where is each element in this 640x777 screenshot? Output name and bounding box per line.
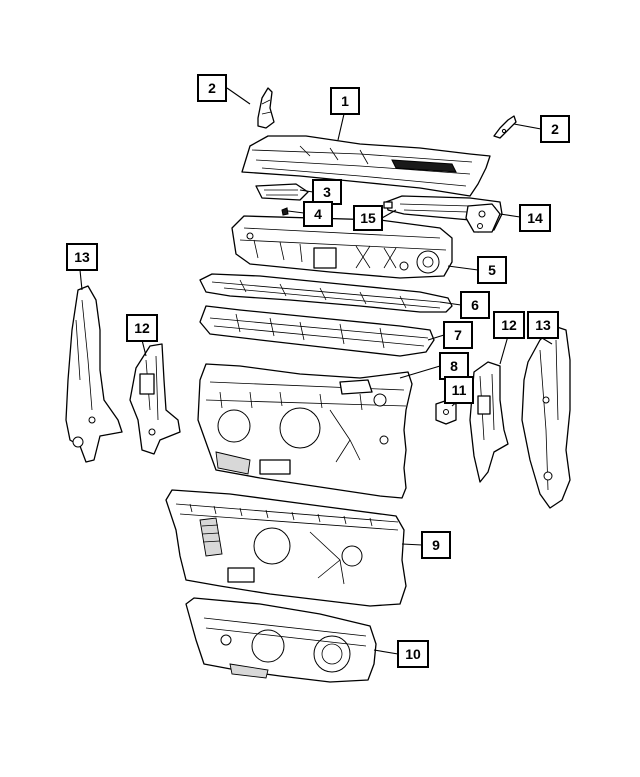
callout-2-left: 2 bbox=[197, 74, 227, 102]
part-2-right-bracket bbox=[493, 115, 517, 139]
callout-2-right-label: 2 bbox=[551, 121, 559, 137]
callout-5: 5 bbox=[477, 256, 507, 284]
part-10-dash-silencer bbox=[185, 597, 377, 683]
callout-9: 9 bbox=[421, 531, 451, 559]
part-3-cowl-cover bbox=[255, 183, 309, 201]
part-4-clip bbox=[281, 207, 289, 216]
callout-13-left: 13 bbox=[66, 243, 98, 271]
callout-12-right: 12 bbox=[493, 311, 525, 339]
callout-4: 4 bbox=[303, 201, 333, 227]
callout-15-label: 15 bbox=[360, 210, 376, 226]
callout-6: 6 bbox=[460, 291, 490, 319]
part-13-right-pillar bbox=[521, 325, 571, 509]
part-13-left-pillar bbox=[65, 285, 123, 463]
callout-4-label: 4 bbox=[314, 206, 322, 222]
callout-15: 15 bbox=[353, 205, 383, 231]
part-1-cowl-top-panel bbox=[241, 135, 491, 197]
callout-10-label: 10 bbox=[405, 646, 421, 662]
callout-8: 8 bbox=[439, 352, 469, 380]
part-12-right-hinge-pillar bbox=[469, 361, 509, 483]
callout-11: 11 bbox=[444, 376, 474, 404]
callout-13-left-label: 13 bbox=[74, 249, 90, 265]
callout-1-label: 1 bbox=[341, 93, 349, 109]
callout-14: 14 bbox=[519, 204, 551, 232]
callout-14-label: 14 bbox=[527, 210, 543, 226]
part-12-left-hinge-pillar bbox=[129, 343, 181, 455]
leader-lines bbox=[79, 87, 553, 655]
callout-13-right: 13 bbox=[527, 311, 559, 339]
callout-13-right-label: 13 bbox=[535, 317, 551, 333]
callout-11-label: 11 bbox=[452, 382, 467, 398]
callout-7-label: 7 bbox=[454, 327, 462, 343]
callout-6-label: 6 bbox=[471, 297, 479, 313]
part-6-dash-panel-upper bbox=[199, 273, 453, 313]
callout-7: 7 bbox=[443, 321, 473, 349]
callout-12-left-label: 12 bbox=[134, 320, 150, 336]
callout-5-label: 5 bbox=[488, 262, 496, 278]
callout-12-left: 12 bbox=[126, 314, 158, 342]
part-14-15-bracket-assembly bbox=[383, 195, 503, 233]
callout-1: 1 bbox=[330, 87, 360, 115]
callout-10: 10 bbox=[397, 640, 429, 668]
callout-3-label: 3 bbox=[323, 184, 331, 200]
callout-9-label: 9 bbox=[432, 537, 440, 553]
part-5-cowl-panel bbox=[231, 215, 453, 279]
callout-2-left-label: 2 bbox=[208, 80, 216, 96]
part-9-dash-insulator bbox=[165, 489, 407, 607]
callout-3: 3 bbox=[312, 179, 342, 205]
callout-8-label: 8 bbox=[450, 358, 458, 374]
part-2-left-bracket bbox=[257, 87, 275, 129]
part-8-dash-panel bbox=[197, 363, 413, 499]
part-7-dash-panel-reinforcement bbox=[199, 305, 435, 357]
callout-2-right: 2 bbox=[540, 115, 570, 143]
callout-12-right-label: 12 bbox=[501, 317, 517, 333]
